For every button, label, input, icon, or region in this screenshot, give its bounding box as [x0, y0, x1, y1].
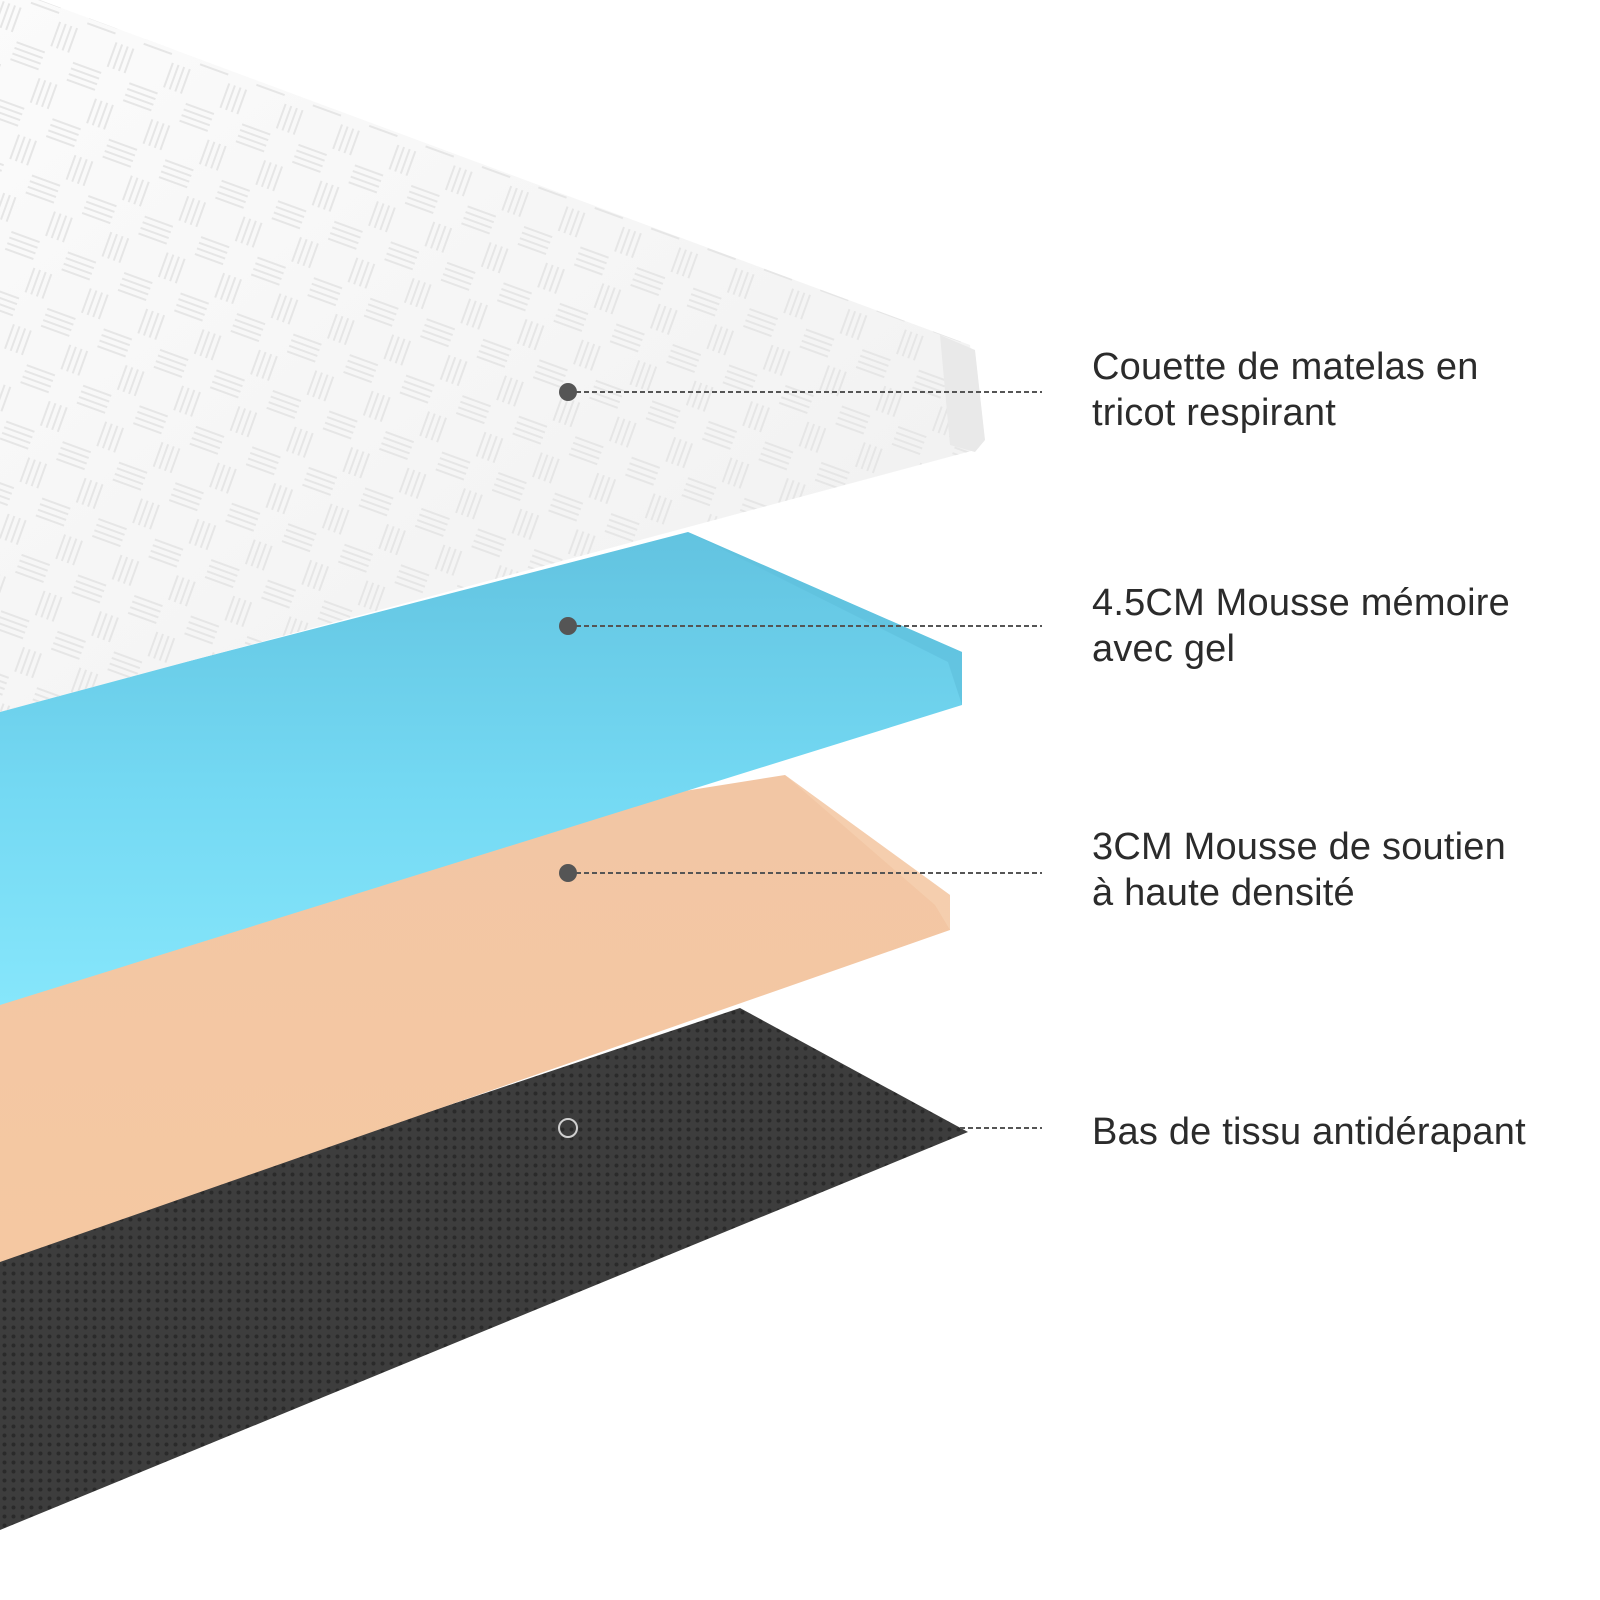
marker-dot-1	[559, 383, 577, 401]
label-knit-cover: Couette de matelas en tricot respirant	[1092, 344, 1592, 436]
gel-memory-foam-layer	[0, 532, 962, 1005]
label-knit-cover-line-1: Couette de matelas en	[1092, 346, 1479, 388]
marker-dot-4	[558, 1118, 578, 1138]
label-knit-cover-line-2: tricot respirant	[1092, 392, 1336, 434]
label-gel-memory-foam-line-2: avec gel	[1092, 628, 1236, 670]
marker-dot-3	[559, 864, 577, 882]
label-non-slip-bottom: Bas de tissu antidérapant	[1092, 1109, 1592, 1155]
non-slip-bottom-layer	[0, 1008, 968, 1530]
label-gel-memory-foam-line-1: 4.5CM Mousse mémoire	[1092, 582, 1510, 624]
knit-cover-side	[940, 335, 985, 452]
label-gel-memory-foam: 4.5CM Mousse mémoire avec gel	[1092, 580, 1592, 672]
label-support-foam: 3CM Mousse de soutien à haute densité	[1092, 824, 1592, 916]
label-support-foam-line-1: 3CM Mousse de soutien	[1092, 826, 1506, 868]
marker-dot-2	[559, 617, 577, 635]
label-non-slip-bottom-line-1: Bas de tissu antidérapant	[1092, 1111, 1526, 1153]
label-support-foam-line-2: à haute densité	[1092, 872, 1355, 914]
knit-cover-texture	[0, 0, 980, 712]
